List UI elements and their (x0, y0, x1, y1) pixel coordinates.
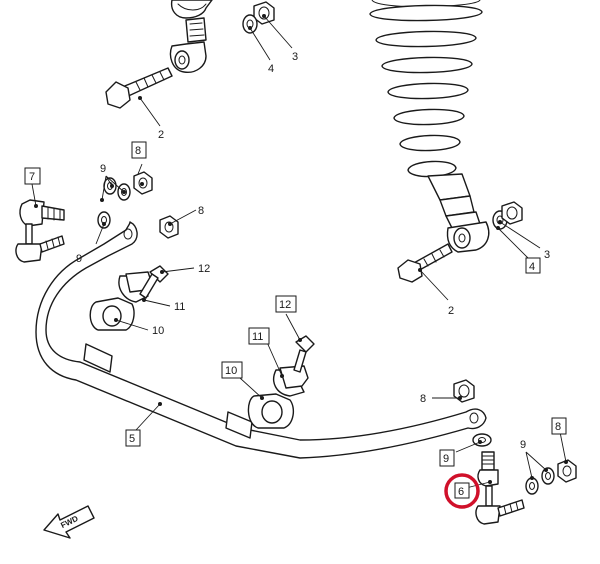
svg-text:5: 5 (129, 433, 135, 445)
top-left-washer (242, 14, 258, 34)
label-8-b: 8 (198, 205, 204, 217)
label-6-boxed-highlighted: 6 (454, 482, 470, 499)
top-left-bolt (105, 67, 173, 109)
label-11-boxed: 11 (248, 327, 270, 345)
center-bracket (272, 365, 309, 397)
label-3-top: 3 (292, 51, 298, 63)
svg-text:9: 9 (443, 453, 449, 465)
label-9-a: 9 (100, 163, 106, 175)
right-link-nut-end (557, 459, 577, 483)
right-shock-bolt (397, 243, 453, 283)
svg-text:11: 11 (252, 331, 263, 343)
right-link-rod (475, 451, 525, 525)
label-9-d: 9 (520, 439, 526, 451)
right-link-washer-a (525, 477, 539, 495)
label-5-boxed: 5 (125, 429, 141, 447)
svg-text:8: 8 (135, 145, 141, 157)
right-link-washer-b (541, 467, 555, 485)
label-12-a: 12 (198, 263, 210, 275)
label-7-boxed: 7 (24, 167, 41, 185)
label-10-a: 10 (152, 325, 164, 337)
left-bushing (89, 297, 135, 331)
left-link-rod (15, 199, 65, 263)
right-shock-nut (501, 201, 523, 225)
svg-text:10: 10 (225, 365, 237, 377)
label-10-boxed: 10 (221, 361, 243, 379)
label-4-boxed-right: 4 (525, 257, 541, 274)
label-9-boxed-right: 9 (439, 449, 455, 467)
left-shock-absorber (169, 0, 213, 73)
callout-labels: 3 4 2 8 9 7 8 9 12 11 10 12 11 10 (24, 51, 567, 509)
svg-text:4: 4 (529, 261, 535, 273)
label-11-a: 11 (174, 301, 185, 313)
stabilizer-bar (35, 221, 487, 459)
label-2-right: 2 (448, 305, 454, 317)
label-8-boxed-a: 8 (131, 141, 147, 159)
left-bracket-bolt (139, 265, 169, 299)
label-3-right: 3 (544, 249, 550, 261)
svg-text:7: 7 (29, 171, 35, 183)
label-9-b: 9 (76, 253, 82, 265)
label-8-boxed-right: 8 (551, 417, 567, 435)
svg-text:6: 6 (458, 486, 464, 498)
label-2-left: 2 (158, 129, 164, 141)
svg-text:12: 12 (279, 299, 291, 311)
label-12-boxed: 12 (275, 295, 297, 313)
label-4-top: 4 (268, 63, 274, 75)
left-link-nut-bottom (159, 215, 179, 239)
center-bushing (247, 393, 295, 429)
label-8-c: 8 (420, 393, 426, 405)
right-shock-absorber (369, 0, 490, 253)
fwd-arrow-icon: FWD (43, 505, 95, 539)
highlight-circle (444, 473, 480, 509)
svg-text:8: 8 (555, 421, 561, 433)
right-link-nut-top (453, 379, 475, 403)
leader-lines (31, 14, 568, 489)
